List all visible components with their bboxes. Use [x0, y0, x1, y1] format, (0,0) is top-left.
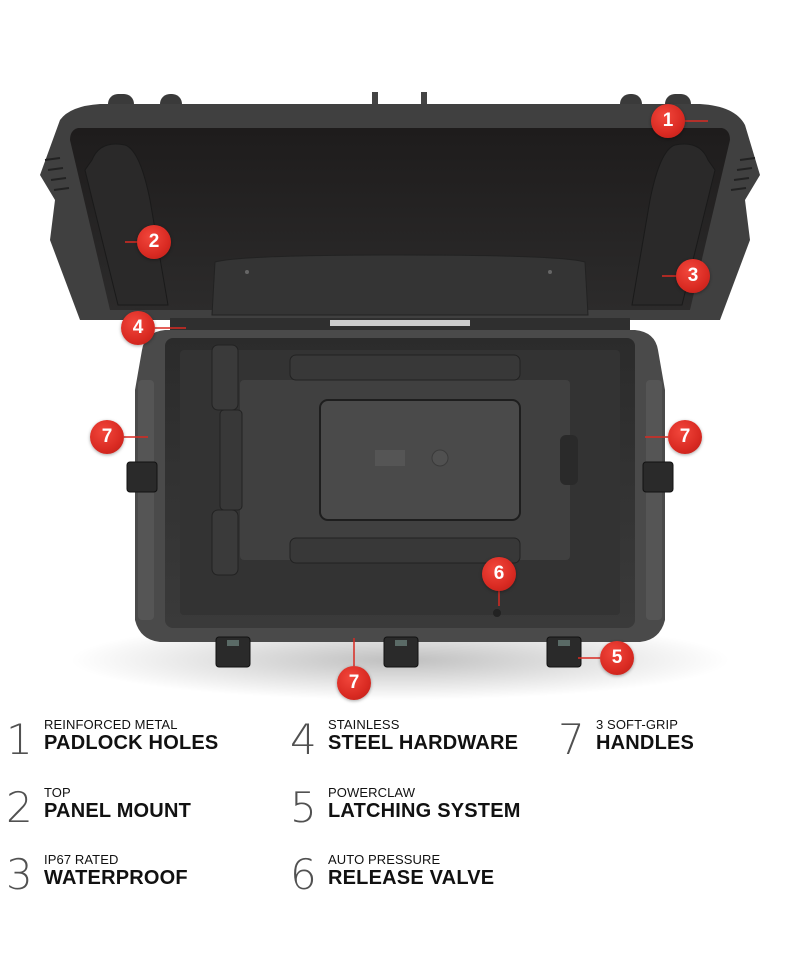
feature-subtitle: REINFORCED METAL — [44, 717, 178, 732]
feature-title: PADLOCK HOLES — [44, 732, 219, 754]
feature-title: LATCHING SYSTEM — [328, 800, 521, 822]
feature-title: STEEL HARDWARE — [328, 732, 519, 754]
product-image: 1 2 3 4 7 7 6 5 7 — [40, 92, 760, 700]
feature-number: 1 — [6, 715, 33, 764]
base — [135, 330, 665, 642]
feature-subtitle: 3 SOFT-GRIP — [596, 717, 679, 732]
feature-subtitle: STAINLESS — [328, 717, 400, 732]
callout-marker-3: 3 — [676, 259, 710, 293]
feature-subtitle: IP67 RATED — [44, 852, 119, 867]
feature-subtitle: POWERCLAW — [328, 785, 416, 800]
case-illustration — [40, 92, 760, 700]
feature-subtitle: TOP — [44, 785, 71, 800]
feature-title: HANDLES — [596, 732, 695, 754]
callout-marker-1: 1 — [651, 104, 685, 138]
feature-number: 5 — [290, 783, 317, 832]
feature-subtitle: AUTO PRESSURE — [328, 852, 441, 867]
feature-item-5: 5 POWERCLAW LATCHING SYSTEM — [290, 783, 521, 832]
feature-number: 3 — [6, 850, 33, 899]
lid — [40, 92, 760, 320]
feature-item-7: 7 3 SOFT-GRIP HANDLES — [558, 715, 695, 764]
callout-marker-2: 2 — [137, 225, 171, 259]
feature-number: 2 — [6, 783, 33, 832]
callout-marker-7-right: 7 — [668, 420, 702, 454]
callout-marker-7-left: 7 — [90, 420, 124, 454]
feature-number: 7 — [558, 715, 585, 764]
feature-number: 4 — [290, 715, 317, 764]
callout-marker-4: 4 — [121, 311, 155, 345]
callout-marker-6: 6 — [482, 557, 516, 591]
feature-title: PANEL MOUNT — [44, 800, 192, 822]
feature-item-3: 3 IP67 RATED WATERPROOF — [6, 850, 188, 899]
feature-title: RELEASE VALVE — [328, 867, 495, 889]
feature-number: 6 — [290, 850, 317, 899]
callout-marker-7-bottom: 7 — [337, 666, 371, 700]
feature-item-1: 1 REINFORCED METAL PADLOCK HOLES — [6, 715, 219, 764]
feature-item-4: 4 STAINLESS STEEL HARDWARE — [290, 715, 519, 764]
callout-marker-5: 5 — [600, 641, 634, 675]
feature-title: WATERPROOF — [44, 867, 188, 889]
feature-item-2: 2 TOP PANEL MOUNT — [6, 783, 192, 832]
feature-legend: 1 REINFORCED METAL PADLOCK HOLES 2 TOP P… — [0, 700, 800, 977]
feature-item-6: 6 AUTO PRESSURE RELEASE VALVE — [290, 850, 495, 899]
